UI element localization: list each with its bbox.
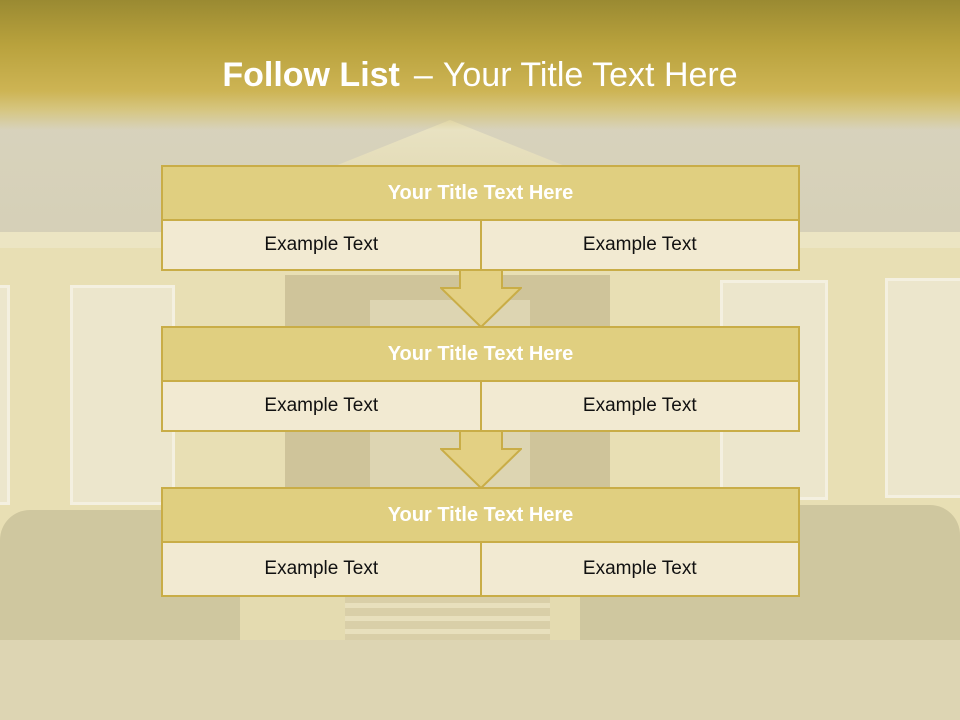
slide-title-rest: Your Title Text Here	[442, 56, 738, 94]
step-cell-left: Example Text	[161, 382, 482, 432]
step-title: Your Title Text Here	[161, 165, 800, 221]
down-arrow-icon	[440, 270, 522, 328]
step-cell-right: Example Text	[481, 221, 800, 271]
step-title: Your Title Text Here	[161, 487, 800, 543]
slide-title-bold: Follow List	[222, 56, 400, 94]
step-cell-right: Example Text	[481, 543, 800, 597]
slide-title: Follow List–Your Title Text Here	[0, 52, 960, 98]
title-band	[0, 0, 960, 130]
step-box-2: Your Title Text Here Example Text Exampl…	[161, 326, 800, 432]
step-box-3: Your Title Text Here Example Text Exampl…	[161, 487, 800, 597]
step-row: Example Text Example Text	[161, 543, 800, 597]
step-cell-left: Example Text	[161, 221, 482, 271]
step-row: Example Text Example Text	[161, 221, 800, 271]
step-cell-right: Example Text	[481, 382, 800, 432]
slide-title-dash: –	[413, 56, 433, 94]
step-cell-left: Example Text	[161, 543, 482, 597]
step-row: Example Text Example Text	[161, 382, 800, 432]
down-arrow-icon	[440, 431, 522, 489]
step-box-1: Your Title Text Here Example Text Exampl…	[161, 165, 800, 271]
step-title: Your Title Text Here	[161, 326, 800, 382]
